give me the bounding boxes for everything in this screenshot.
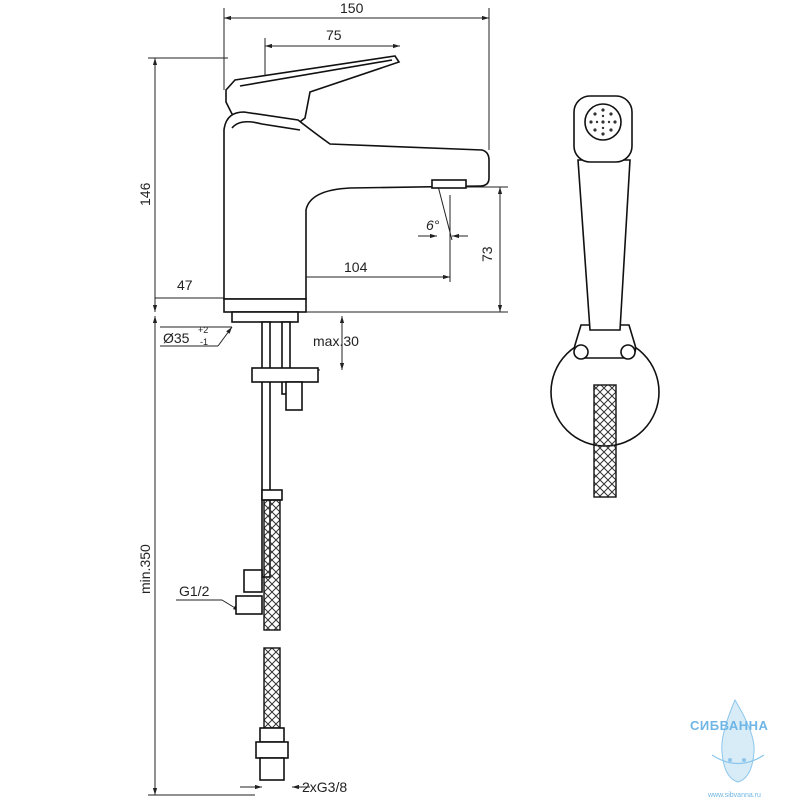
dim-spout-height: 73	[479, 246, 495, 262]
dim-width-handle: 75	[326, 27, 342, 43]
hand-shower	[550, 95, 660, 498]
dim-angle: 6°	[426, 217, 440, 233]
dim-min-hose: min.350	[137, 544, 153, 594]
dim-tolerance-plus: +2	[198, 325, 208, 335]
watermark-logo: СИБВАННА www.sibvanna.ru	[690, 698, 768, 799]
dim-base-offset: 47	[177, 277, 193, 293]
dim-thread-main: G1/2	[179, 583, 210, 599]
dim-diameter: Ø35	[163, 330, 190, 346]
watermark-brand: СИБВАННА	[690, 718, 768, 733]
watermark-url: www.sibvanna.ru	[707, 792, 761, 799]
faucet-body	[223, 55, 490, 323]
dim-spout-reach: 104	[344, 259, 368, 275]
dim-tolerance-minus: -1	[200, 337, 208, 347]
dim-thread-hoses: 2xG3/8	[302, 779, 347, 795]
dim-height-total: 146	[137, 182, 153, 206]
dimension-lines	[148, 8, 508, 796]
mounting-hoses	[235, 321, 319, 781]
dim-width-total: 150	[340, 0, 364, 16]
dim-max-deck: max.30	[313, 333, 359, 349]
